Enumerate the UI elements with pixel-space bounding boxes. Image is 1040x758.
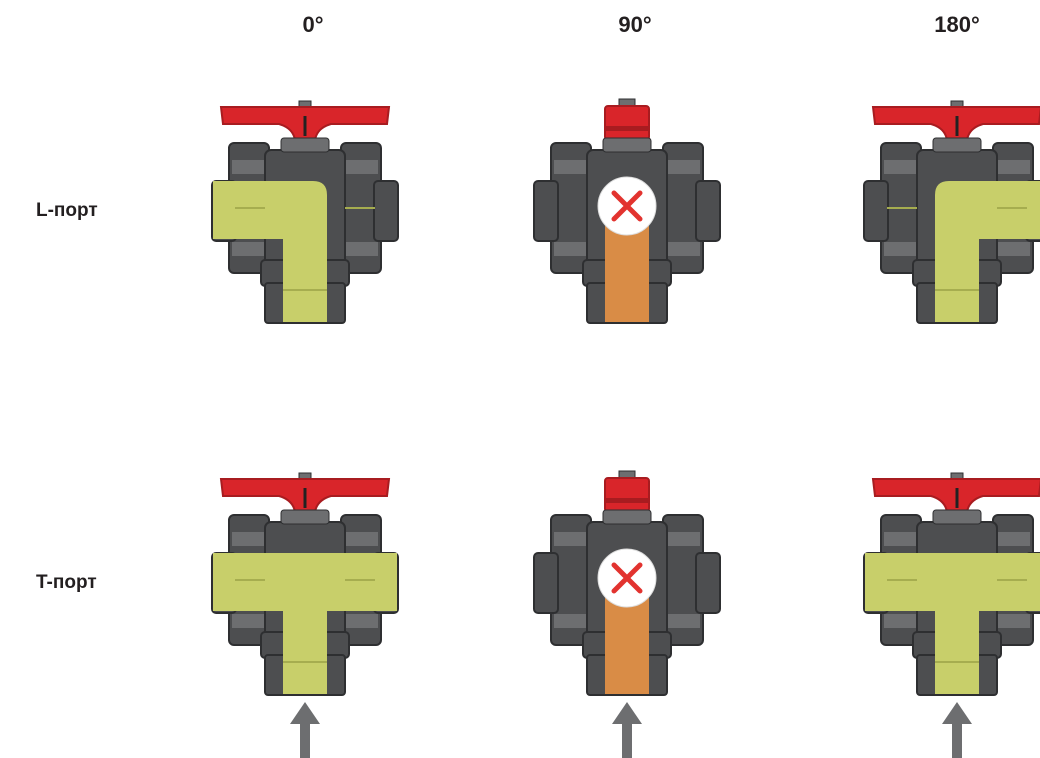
cross-mark — [611, 190, 643, 222]
handle-rib — [605, 126, 649, 131]
cross-mark — [611, 562, 643, 594]
flange-rib — [554, 614, 588, 628]
flange-rib — [232, 242, 266, 256]
arrow-up-icon-1 — [612, 702, 642, 758]
flow-elbow-right — [935, 181, 1040, 322]
flange-rib — [996, 614, 1030, 628]
stem-collar — [602, 509, 652, 525]
valve-t-port-0 — [211, 472, 399, 696]
stem-collar — [602, 137, 652, 153]
flange-rib — [232, 614, 266, 628]
column-header-90: 90° — [618, 12, 652, 37]
flange-rib — [344, 614, 378, 628]
flange-rib — [996, 242, 1030, 256]
flange-rib — [884, 614, 918, 628]
right-pipe-stub — [695, 180, 721, 242]
stem-collar — [932, 137, 982, 153]
row-label-l-port: L-порт — [36, 200, 98, 221]
valve-l-port-2 — [863, 100, 1040, 324]
left-pipe-stub — [863, 180, 889, 242]
right-pipe-stub — [695, 552, 721, 614]
flange-rib — [344, 160, 378, 174]
flange-rib — [884, 532, 918, 546]
right-pipe-stub — [373, 180, 399, 242]
handle-rib — [605, 498, 649, 503]
flange-rib — [344, 532, 378, 546]
flange-rib — [666, 614, 700, 628]
flange-rib — [996, 532, 1030, 546]
flange-rib — [232, 532, 266, 546]
column-header-0: 0° — [302, 12, 324, 37]
stem-collar — [932, 509, 982, 525]
flange-rib — [666, 160, 700, 174]
flange-rib — [996, 160, 1030, 174]
flow-down — [935, 572, 979, 694]
row-label-t-port: T-порт — [36, 572, 97, 593]
flange-rib — [554, 160, 588, 174]
flow-elbow-left — [213, 181, 327, 322]
flange-rib — [554, 242, 588, 256]
valve-l-port-0 — [211, 100, 399, 324]
flange-rib — [554, 532, 588, 546]
valve-t-port-1 — [533, 470, 721, 696]
arrow-up-icon-0 — [290, 702, 320, 758]
flow-down — [283, 572, 327, 694]
valve-t-port-2 — [863, 472, 1040, 696]
left-pipe-stub — [533, 552, 559, 614]
flange-rib — [232, 160, 266, 174]
side-handle — [604, 105, 650, 141]
flange-rib — [666, 242, 700, 256]
flange-rib — [344, 242, 378, 256]
side-handle — [604, 477, 650, 513]
flange-rib — [666, 532, 700, 546]
flange-rib — [884, 242, 918, 256]
column-header-180: 180° — [934, 12, 980, 37]
flange-rib — [884, 160, 918, 174]
left-pipe-stub — [533, 180, 559, 242]
arrow-up-icon-2 — [942, 702, 972, 758]
stem-collar — [280, 137, 330, 153]
valve-l-port-1 — [533, 98, 721, 324]
stem-collar — [280, 509, 330, 525]
